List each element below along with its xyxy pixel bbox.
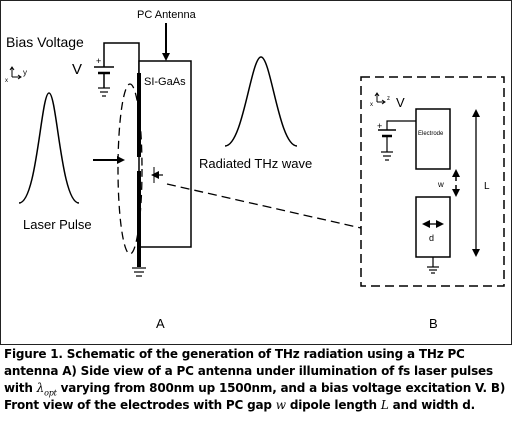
figure-panel: PC Antenna Bias Voltage V + x y SI-GaAs …: [0, 0, 512, 345]
ground-left: [132, 267, 146, 277]
si-gaas-substrate: [138, 60, 192, 248]
ground-right: [427, 257, 439, 274]
laser-pulse-label: Laser Pulse: [23, 217, 92, 232]
right-v-label: V: [396, 95, 405, 110]
caption-text-4: and width d.: [388, 398, 476, 412]
gap-w-label: w: [437, 180, 444, 189]
laser-pulse-curve: [18, 92, 80, 204]
radiated-thz-label: Radiated THz wave: [199, 156, 312, 171]
length-L-label: L: [484, 181, 490, 192]
caption-L: L: [380, 398, 389, 412]
axis-symbol-right: [374, 92, 386, 105]
bias-v-label: V: [72, 61, 82, 78]
caption-text-1: Figure 1. Schematic of the generation of…: [4, 347, 493, 395]
schematic-diagram: PC Antenna Bias Voltage V + x y SI-GaAs …: [5, 9, 505, 331]
panel-b-label: B: [429, 316, 438, 331]
axis-symbol-left: [9, 66, 22, 80]
antenna-highlight-ellipse: [117, 83, 143, 255]
caption-w: w: [275, 398, 286, 412]
caption-lambda: λopt: [36, 381, 57, 398]
caption-text-2: varying from 800nm up 1500nm, and a bias…: [4, 381, 506, 412]
axis-x-left: x: [5, 78, 8, 84]
front-electrode-top: [415, 108, 451, 170]
panel-a-label: A: [156, 316, 165, 331]
battery-left: [94, 42, 140, 97]
front-electrode-bottom: [415, 196, 451, 258]
caption-text-3: dipole length: [285, 398, 381, 412]
width-d-label: d: [429, 233, 434, 243]
zoom-connector-line: [166, 183, 362, 229]
pc-antenna-label: PC Antenna: [137, 9, 197, 21]
figure-caption: Figure 1. Schematic of the generation of…: [4, 346, 509, 414]
thz-wave-curve: [224, 56, 298, 147]
bias-voltage-label: Bias Voltage: [6, 34, 84, 50]
axis-z-right: z: [387, 96, 390, 102]
si-gaas-label: SI-GaAs: [144, 76, 186, 88]
electrode-label: Electrode: [418, 131, 444, 137]
battery-plus-left: +: [96, 56, 101, 66]
battery-plus-right: +: [377, 121, 382, 131]
battery-right: [378, 120, 416, 161]
axis-y-left: y: [23, 68, 27, 77]
axis-x-right: x: [370, 102, 373, 108]
front-view-box: [360, 76, 505, 287]
